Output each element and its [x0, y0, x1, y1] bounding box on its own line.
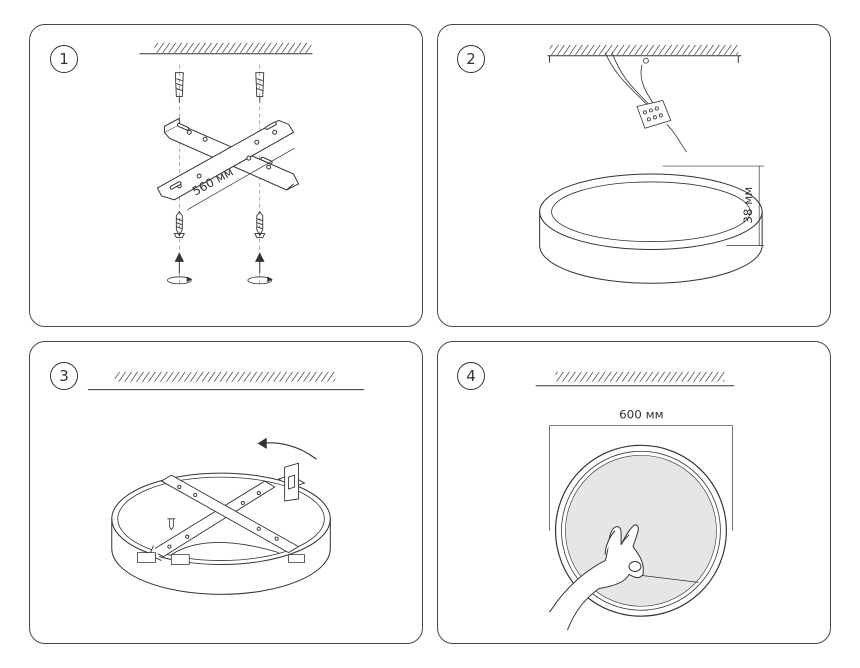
small-screw — [167, 518, 176, 531]
tighten-arrow-left — [166, 252, 193, 285]
step-2-illustration: 38 мм — [539, 44, 765, 284]
width-dimension — [549, 425, 733, 531]
height-dimension — [662, 165, 765, 246]
screw-right — [254, 211, 266, 239]
step-1-illustration: 560 мм — [139, 42, 313, 286]
ceiling-hatch-2 — [547, 44, 742, 63]
lamp-diameter-label: 600 мм — [619, 407, 663, 421]
inner-cross-bracket — [148, 474, 306, 561]
lamp-ring-open — [111, 472, 331, 595]
terminal-block — [636, 100, 672, 129]
cross-bracket — [156, 117, 300, 201]
ceiling-hatch-4 — [535, 371, 735, 387]
power-wires — [604, 52, 687, 153]
ceiling-hatch-3 — [87, 371, 365, 391]
step-4-illustration: 600 мм — [535, 371, 735, 631]
step-1-number: 1 — [50, 45, 78, 73]
step-3-panel: 3 — [29, 341, 423, 644]
lamp-height-label: 38 мм — [741, 187, 755, 224]
tighten-arrow-right — [247, 252, 273, 285]
step-3-illustration — [87, 371, 365, 595]
rotate-arrow — [257, 437, 317, 460]
step-1-panel: 1 — [29, 24, 423, 327]
bottom-clips — [137, 552, 305, 565]
mounting-clip — [284, 462, 299, 502]
step-4-panel: 4 600 мм — [437, 341, 831, 644]
step-2-panel: 2 — [437, 24, 831, 327]
lamp-body-side-view — [539, 173, 763, 284]
step-3-number: 3 — [50, 362, 78, 390]
screw-left — [173, 211, 186, 239]
hand-illustration — [549, 524, 644, 631]
step-2-number: 2 — [457, 45, 485, 73]
wall-plug-right — [255, 72, 265, 103]
ceiling-hatch-1 — [139, 42, 313, 55]
step-4-number: 4 — [457, 362, 485, 390]
wall-plug-left — [174, 72, 184, 103]
inner-wire — [171, 542, 279, 555]
